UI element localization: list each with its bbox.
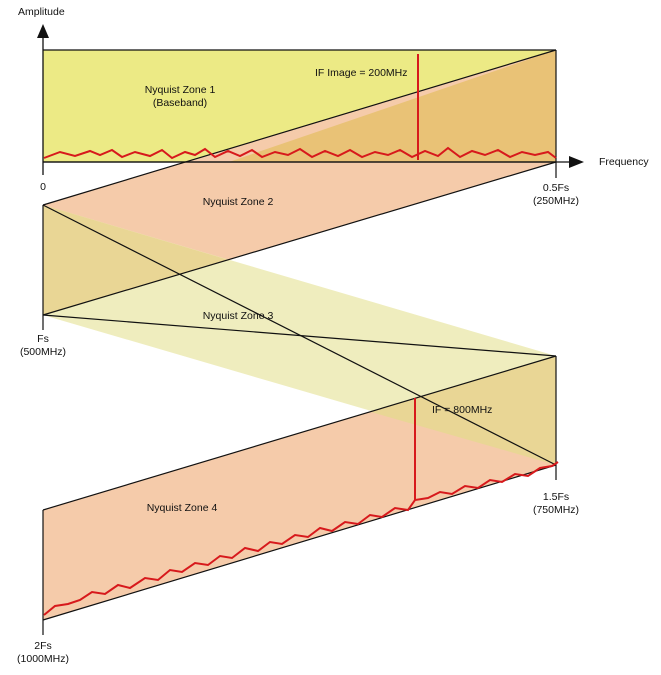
tick-0.5fs: 0.5Fs (250MHz)	[526, 182, 586, 208]
if-image-label: IF Image = 200MHz	[315, 67, 408, 79]
tick-label: Fs	[37, 333, 49, 345]
zone-2-3-overlap	[43, 205, 229, 315]
zone-sub: (Baseband)	[152, 97, 208, 109]
zone-3-label: Nyquist Zone 3	[202, 310, 274, 322]
noise-floor-zone-1	[43, 146, 557, 160]
if-label: IF = 800MHz	[432, 404, 493, 416]
tick-sub: (1000MHz)	[17, 653, 69, 665]
tick-label: 0.5Fs	[542, 182, 570, 194]
tick-sub: (750MHz)	[532, 504, 580, 516]
tick-2fs: 2Fs (1000MHz)	[8, 640, 78, 666]
tick-sub: (250MHz)	[532, 195, 580, 207]
tick-label: 1.5Fs	[542, 491, 570, 503]
zone-2-label: Nyquist Zone 2	[202, 196, 274, 208]
tick-label: 2Fs	[34, 640, 52, 652]
tick-0: 0	[40, 181, 46, 193]
zone-4-label: Nyquist Zone 4	[146, 502, 218, 514]
y-axis-arrow-icon	[37, 24, 49, 38]
noise-floor-zone-4	[43, 461, 559, 616]
x-axis-arrow-icon	[569, 156, 584, 168]
y-axis-label: Amplitude	[18, 6, 65, 18]
tick-fs: Fs (500MHz)	[13, 333, 73, 359]
x-axis-label: Frequency	[599, 156, 649, 168]
zone-3-4-overlap	[371, 356, 556, 465]
tick-1.5fs: 1.5Fs (750MHz)	[526, 491, 586, 517]
zone-1-label: Nyquist Zone 1 (Baseband)	[130, 84, 230, 110]
tick-sub: (500MHz)	[19, 346, 67, 358]
zone-1-2-overlap	[229, 50, 556, 162]
zone-name: Nyquist Zone 1	[144, 84, 216, 96]
